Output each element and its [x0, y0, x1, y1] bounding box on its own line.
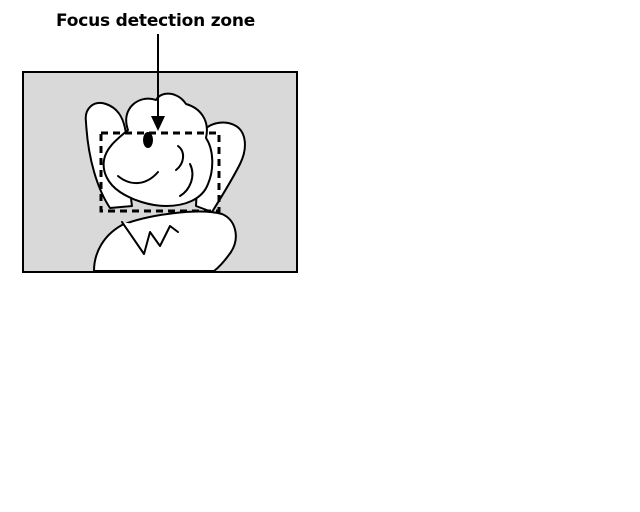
collar-outline: [121, 221, 179, 255]
face-details: [117, 132, 194, 197]
eye-icon: [143, 132, 153, 148]
mouth-outline: [117, 171, 159, 184]
head-outline: [102, 92, 214, 207]
callout-arrow-head: [151, 116, 165, 131]
focus-detection-zone-label: Focus detection zone: [56, 11, 256, 31]
hair-line: [175, 145, 184, 171]
focus-detection-zone: [99, 131, 221, 213]
person-illustration: [84, 92, 246, 272]
cheek-line: [179, 163, 194, 197]
